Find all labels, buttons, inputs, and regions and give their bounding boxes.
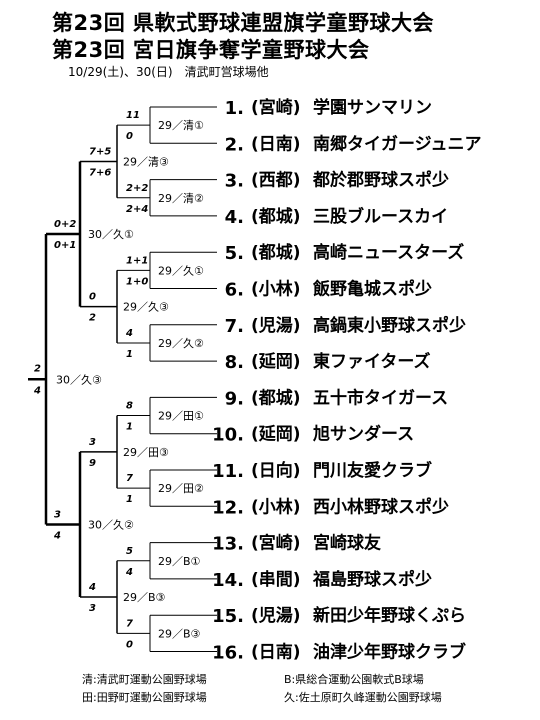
team-seed-number: 10. (212, 425, 244, 446)
round2-venue: 29／B③ (123, 591, 166, 604)
round1-score-bottom: 0 (126, 639, 133, 650)
team-name: 新田少年野球くぷら (313, 605, 466, 626)
round2-venue: 29／田③ (123, 446, 169, 459)
semifinal-score-bottom: 4 (53, 530, 61, 541)
team-region: (宮崎) (251, 533, 301, 554)
team-region: (小林) (251, 279, 301, 300)
round1-score-bottom: 0 (126, 131, 133, 142)
round1-score-bottom: 1 (126, 422, 133, 433)
round1-score-bottom: 1 (126, 494, 133, 505)
team-seed-number: 12. (212, 497, 244, 518)
semifinal-score-top: 3 (54, 509, 61, 520)
round1-venue: 29／久② (158, 337, 204, 350)
team-name: 西小林野球スポ少 (313, 496, 449, 517)
team-region: (児湯) (251, 606, 301, 626)
team-region: (都城) (251, 387, 301, 408)
team-name: 飯野亀城スポ少 (312, 279, 432, 300)
team-seed-number: 7. (225, 316, 244, 337)
semifinal-venue: 30／久② (88, 518, 134, 531)
team-region: (串間) (251, 569, 301, 590)
team-seed-number: 13. (212, 534, 244, 555)
team-name: 高崎ニュースターズ (313, 242, 464, 263)
round1-score-bottom: 4 (125, 567, 133, 578)
team-name: 南郷タイガージュニア (313, 133, 481, 154)
team-name: 門川友愛クラブ (313, 460, 432, 481)
team-name: 油津少年野球クラブ (313, 642, 466, 663)
round2-venue: 29／久③ (123, 301, 169, 314)
round1-venue: 29／田① (158, 410, 204, 423)
team-region: (西都) (251, 170, 301, 191)
round1-score-top: 7 (126, 473, 133, 484)
team-seed-number: 14. (212, 570, 244, 591)
round2-score-bottom: 9 (89, 458, 96, 469)
round1-score-top: 5 (126, 546, 133, 557)
team-seed-number: 6. (225, 280, 244, 301)
team-seed-number: 11. (212, 461, 244, 482)
team-name: 旭サンダース (312, 424, 414, 445)
team-seed-number: 9. (225, 388, 244, 409)
team-seed-number: 15. (212, 606, 244, 627)
team-region: (小林) (251, 496, 301, 517)
team-region: (都城) (251, 242, 301, 263)
semifinal-venue: 30／久① (88, 228, 134, 241)
team-name: 五十市タイガース (313, 387, 448, 408)
round2-score-top: 0 (89, 292, 96, 303)
team-region: (児湯) (251, 316, 301, 336)
round2-score-top: 7+5 (89, 146, 111, 157)
round1-score-top: 8 (126, 401, 133, 412)
team-region: (日南) (251, 642, 301, 663)
round1-venue: 29／B③ (158, 627, 201, 640)
team-region: (日南) (251, 133, 301, 154)
semifinal-score-top: 0+2 (54, 219, 76, 230)
team-name: 高鍋東小野球スポ少 (313, 315, 466, 336)
round2-score-bottom: 2 (89, 313, 96, 324)
team-name: 宮崎球友 (313, 533, 381, 554)
team-region: (都城) (251, 206, 301, 227)
team-name: 都於郡野球スポ少 (312, 170, 449, 191)
semifinal-score-bottom: 0+1 (54, 240, 76, 251)
date-venue-subtitle: 10/29(土)、30(日) 清武町営球場他 (68, 65, 269, 79)
round1-venue: 29／B① (158, 555, 201, 568)
round2-score-top: 3 (89, 437, 96, 448)
team-seed-number: 4. (225, 207, 244, 228)
team-region: (宮崎) (251, 97, 301, 118)
round1-score-bottom: 2+4 (126, 204, 148, 215)
round1-score-bottom: 1 (126, 349, 133, 360)
team-region: (延岡) (251, 351, 301, 372)
round1-score-top: 4 (125, 328, 133, 339)
team-region: (延岡) (251, 424, 301, 445)
round1-venue: 29／久① (158, 264, 204, 277)
round1-score-bottom: 1+0 (126, 276, 148, 287)
round1-score-top: 2+2 (126, 183, 148, 194)
round2-score-bottom: 7+6 (89, 167, 111, 178)
team-seed-number: 3. (225, 171, 244, 192)
title-line-2: 第23回 宮日旗争奪学童野球大会 (52, 38, 370, 62)
final-score-bottom: 4 (33, 385, 41, 396)
round1-score-top: 11 (126, 110, 140, 121)
round1-score-top: 1+1 (126, 255, 148, 266)
round2-score-bottom: 3 (89, 603, 96, 614)
team-seed-number: 16. (212, 643, 244, 664)
round1-venue: 29／田② (158, 482, 204, 495)
round1-venue: 29／清② (158, 192, 204, 205)
team-name: 学園サンマリン (313, 97, 432, 118)
team-name: 福島野球スポ少 (312, 569, 432, 590)
team-seed-number: 8. (225, 352, 244, 373)
team-name: 東ファイターズ (313, 351, 430, 372)
round1-score-top: 7 (126, 618, 133, 629)
round1-venue: 29／清① (158, 119, 204, 132)
title-line-1: 第23回 県軟式野球連盟旗学童野球大会 (52, 11, 435, 35)
team-name: 三股ブルースカイ (313, 206, 448, 227)
final-score-top: 2 (34, 363, 41, 374)
round2-score-top: 4 (88, 582, 96, 593)
team-seed-number: 1. (225, 98, 244, 119)
round2-venue: 29／清③ (123, 155, 169, 168)
team-region: (日向) (251, 460, 301, 481)
final-venue: 30／久③ (56, 373, 102, 386)
team-seed-number: 5. (225, 243, 244, 264)
team-seed-number: 2. (225, 134, 244, 155)
